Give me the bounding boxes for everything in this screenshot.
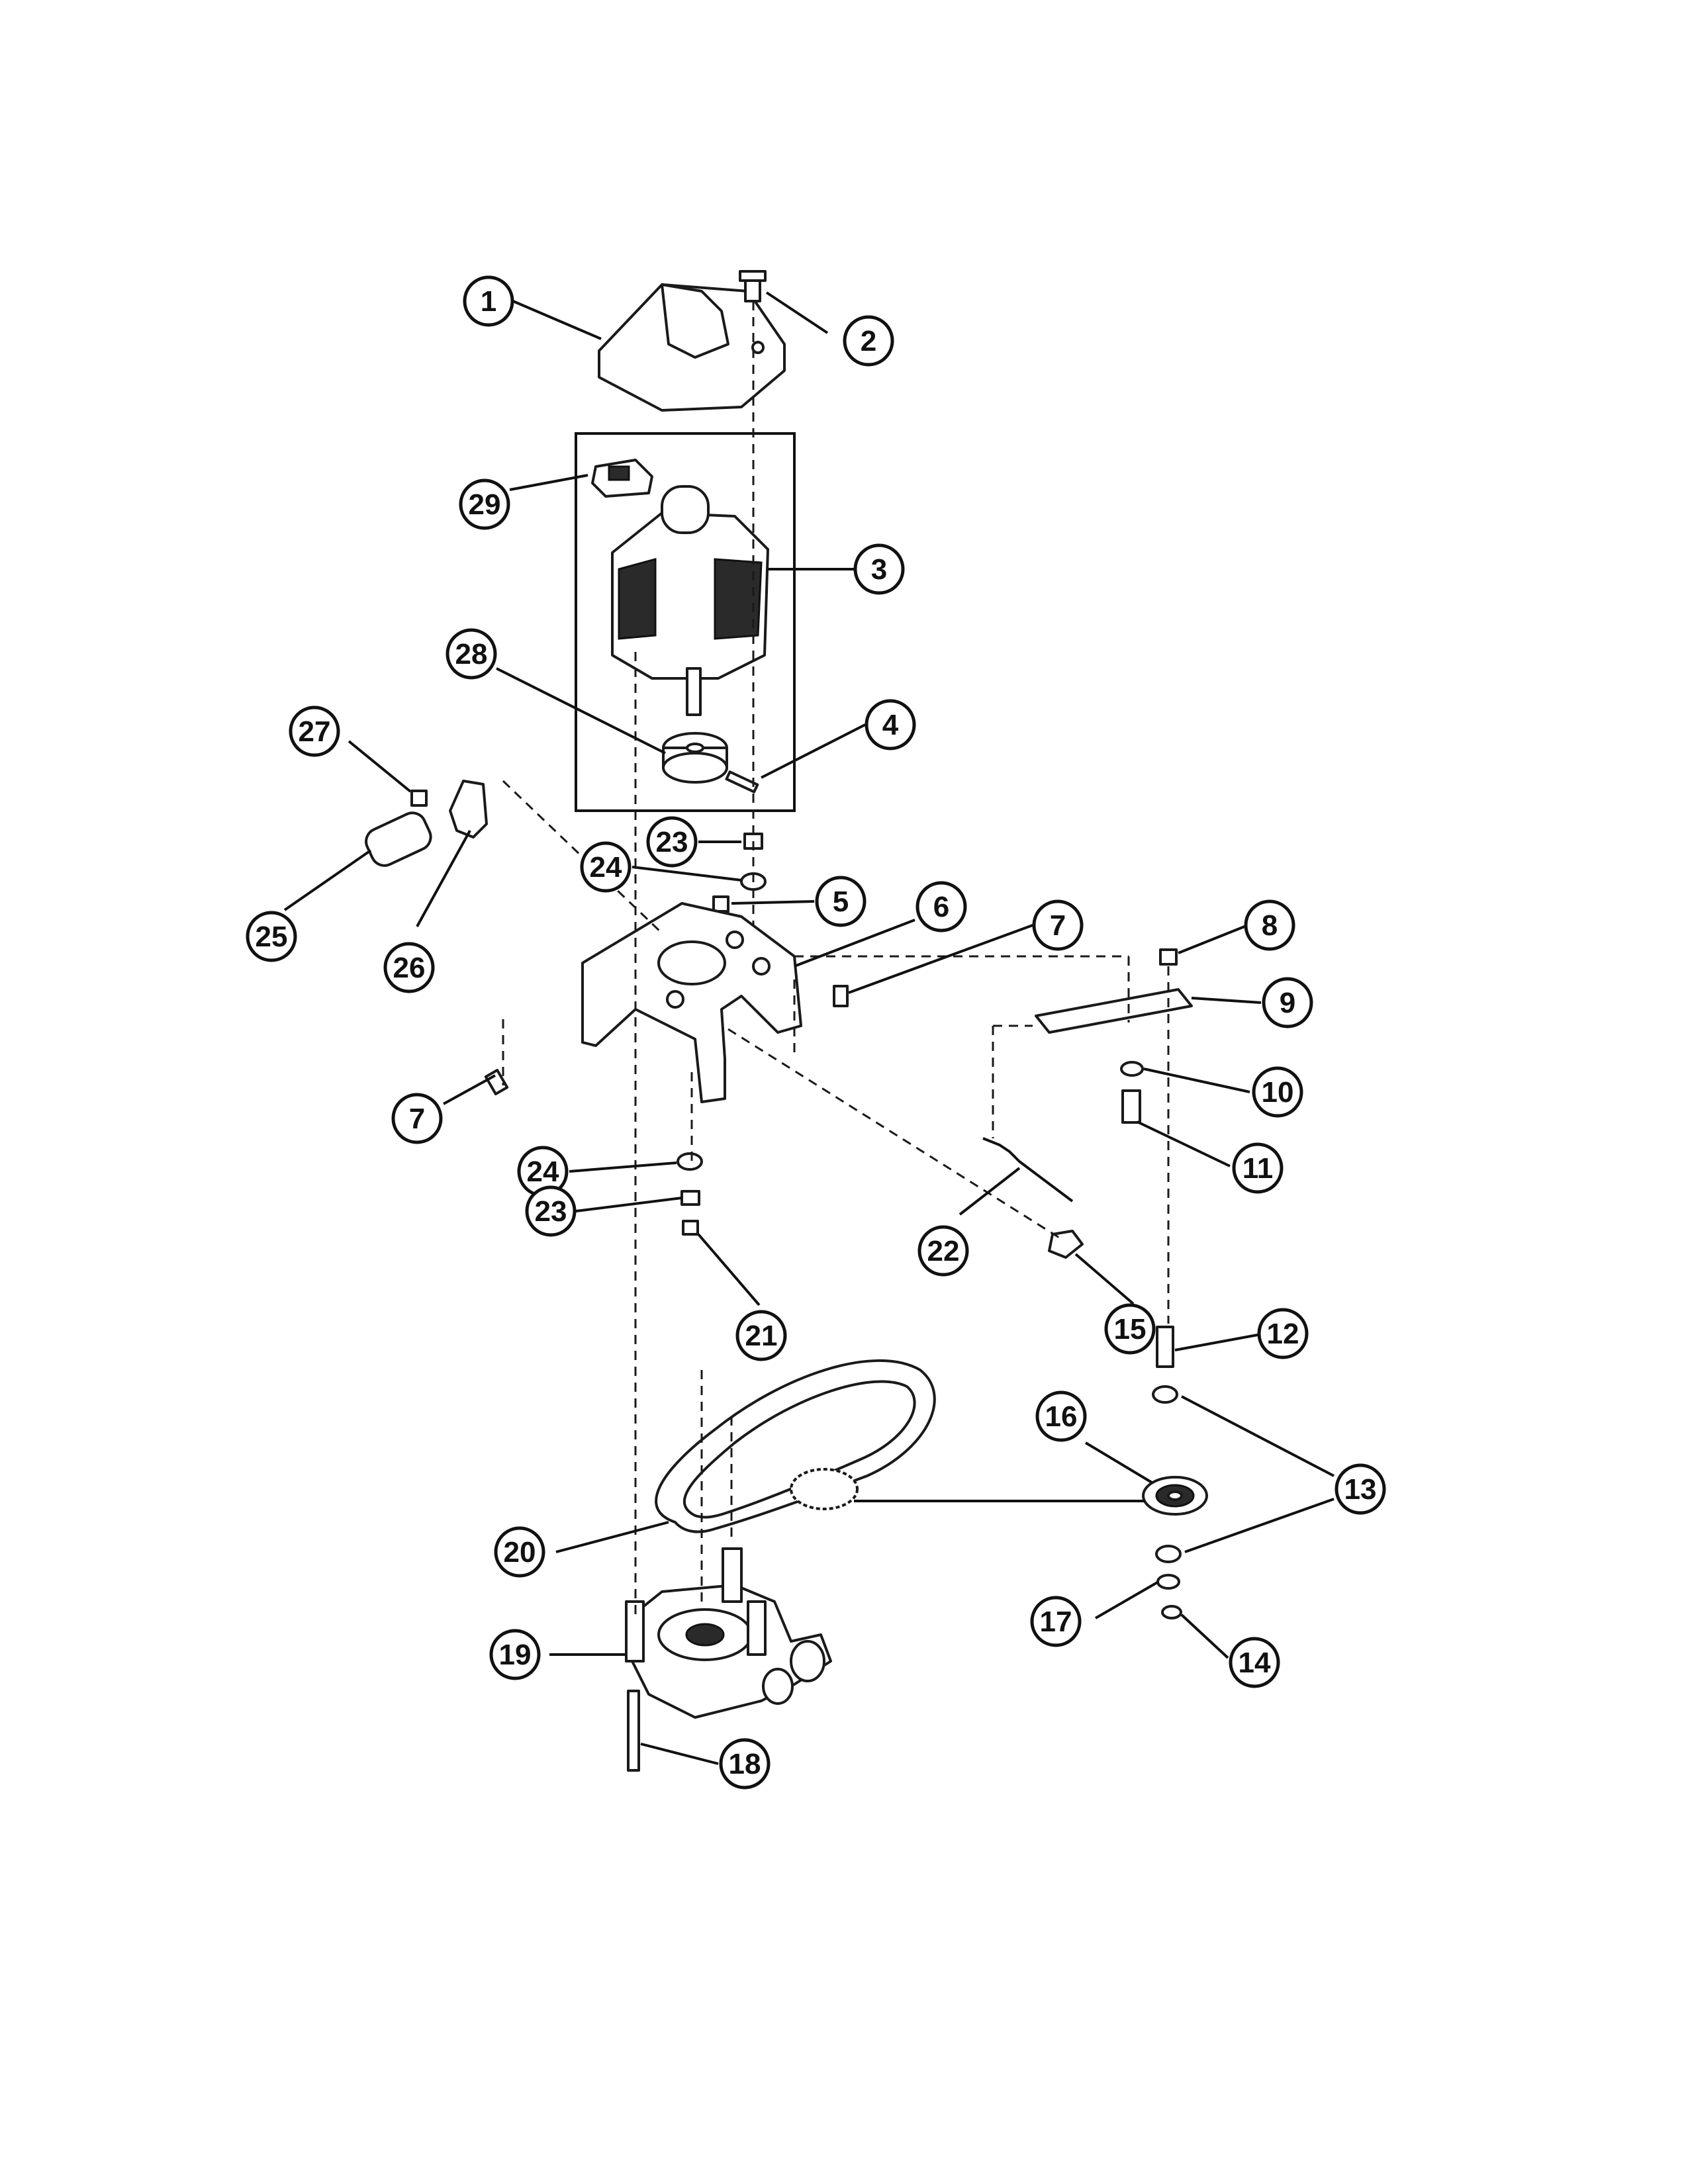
svg-text:27: 27 — [299, 715, 331, 748]
svg-text:24: 24 — [527, 1156, 559, 1188]
svg-text:23: 23 — [535, 1195, 567, 1228]
callout-24-upper: 24 — [580, 841, 632, 893]
spring-part — [982, 1137, 1074, 1203]
callout-7-left: 7 — [391, 1093, 443, 1144]
motor-switch-part — [591, 459, 653, 498]
motor-pulley-part — [662, 732, 728, 784]
lower-hardware-parts — [677, 1152, 703, 1236]
motor-part — [611, 485, 769, 716]
svg-text:14: 14 — [1239, 1647, 1271, 1679]
callout-28: 28 — [445, 628, 497, 680]
upper-hardware-parts — [712, 833, 767, 913]
callout-6: 6 — [915, 881, 967, 933]
svg-text:19: 19 — [499, 1639, 532, 1671]
callout-19: 19 — [489, 1629, 541, 1680]
svg-text:5: 5 — [833, 886, 849, 918]
motor-bracket-part — [581, 902, 802, 1103]
svg-text:1: 1 — [481, 285, 496, 318]
callout-15: 15 — [1104, 1303, 1156, 1355]
callout-24-lower: 24 — [517, 1146, 569, 1197]
clamp-screw-part — [410, 790, 428, 807]
callout-29: 29 — [459, 478, 510, 530]
svg-text:10: 10 — [1262, 1076, 1294, 1109]
svg-text:7: 7 — [409, 1103, 425, 1135]
svg-text:11: 11 — [1243, 1152, 1274, 1185]
motor-assembly-box — [575, 432, 796, 812]
svg-text:8: 8 — [1262, 909, 1278, 942]
svg-text:9: 9 — [1280, 987, 1295, 1019]
svg-text:18: 18 — [729, 1748, 761, 1780]
svg-text:17: 17 — [1040, 1606, 1072, 1638]
callout-20: 20 — [494, 1526, 545, 1578]
svg-text:3: 3 — [871, 553, 887, 586]
washer-upper-part — [1152, 1385, 1178, 1404]
callout-11: 11 — [1232, 1142, 1284, 1194]
svg-text:13: 13 — [1344, 1473, 1377, 1506]
water-pump-part — [625, 1547, 832, 1719]
screw-part — [739, 270, 767, 302]
callout-23-upper: 23 — [646, 816, 698, 868]
svg-text:23: 23 — [656, 826, 688, 858]
svg-text:26: 26 — [393, 952, 426, 984]
callout-1: 1 — [463, 275, 514, 327]
washer-17-part — [1156, 1574, 1180, 1590]
svg-text:25: 25 — [256, 921, 288, 953]
callout-9: 9 — [1262, 977, 1313, 1028]
svg-text:4: 4 — [882, 709, 899, 741]
callout-16: 16 — [1035, 1390, 1087, 1442]
callout-26: 26 — [383, 942, 435, 993]
callout-12: 12 — [1257, 1308, 1309, 1359]
callout-3: 3 — [853, 543, 905, 595]
capacitor-part — [365, 811, 432, 867]
svg-text:20: 20 — [504, 1536, 536, 1569]
alignment-lines — [502, 301, 1170, 1618]
callout-2: 2 — [843, 315, 894, 367]
callout-10: 10 — [1252, 1066, 1303, 1118]
callout-7-right: 7 — [1032, 899, 1084, 951]
callout-13: 13 — [1335, 1463, 1386, 1515]
retaining-ring-part — [1161, 1605, 1182, 1619]
callout-22: 22 — [917, 1225, 969, 1277]
svg-text:21: 21 — [745, 1320, 778, 1352]
callout-23-lower: 23 — [525, 1185, 577, 1237]
shoulder-bolt-part — [1121, 1089, 1141, 1124]
svg-text:28: 28 — [455, 638, 488, 670]
svg-text:7: 7 — [1050, 909, 1066, 942]
svg-text:2: 2 — [861, 325, 876, 357]
clamp-part — [449, 780, 488, 839]
washer-part — [1120, 1061, 1144, 1077]
callout-21: 21 — [735, 1310, 787, 1361]
callout-4: 4 — [865, 699, 916, 751]
svg-text:12: 12 — [1267, 1318, 1299, 1350]
callout-27: 27 — [289, 705, 340, 757]
callout-5: 5 — [815, 876, 867, 927]
svg-text:15: 15 — [1114, 1313, 1147, 1345]
pump-bolt-part — [627, 1690, 640, 1772]
key-part — [725, 770, 759, 794]
stud-part — [1156, 1326, 1174, 1368]
svg-text:24: 24 — [590, 851, 622, 884]
svg-text:16: 16 — [1045, 1400, 1078, 1433]
svg-text:29: 29 — [469, 488, 501, 521]
leader-lines — [283, 291, 1335, 1765]
idler-pulley-part — [1142, 1476, 1208, 1516]
motor-cover-part — [598, 283, 786, 412]
callout-8: 8 — [1244, 899, 1295, 951]
bracket-screw-part-right — [833, 985, 849, 1007]
drive-belt-part — [655, 1359, 936, 1533]
callout-17: 17 — [1030, 1596, 1082, 1647]
washer-lower-part — [1155, 1545, 1182, 1563]
idler-arm-part — [1035, 988, 1193, 1034]
nut-part — [1159, 948, 1178, 966]
svg-text:22: 22 — [927, 1235, 960, 1267]
callout-14: 14 — [1229, 1637, 1280, 1688]
svg-text:6: 6 — [933, 891, 949, 923]
callout-18: 18 — [719, 1738, 771, 1790]
bracket-screw-part-left — [484, 1069, 509, 1095]
callout-25: 25 — [246, 911, 297, 962]
